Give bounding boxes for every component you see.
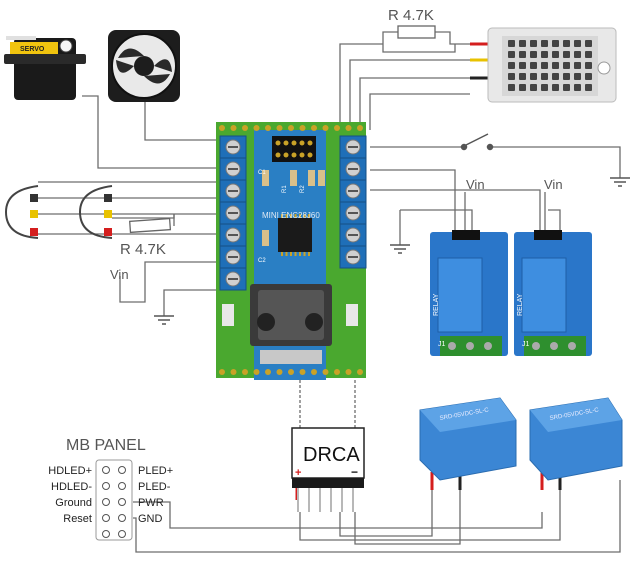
vin-label-relay1: Vin	[466, 177, 485, 192]
board-part-c1: C1	[258, 170, 266, 176]
resistor-left-label: R 4.7K	[120, 241, 166, 258]
mb-left-label-1: HDLED-	[51, 481, 92, 493]
board-part-r2: R2	[300, 185, 306, 193]
mb-right-label-0: PLED+	[138, 465, 173, 477]
temperature-sensor-icon	[487, 27, 617, 103]
drca-label: DRCA	[303, 444, 360, 466]
mb-left-label-0: HDLED+	[48, 465, 92, 477]
drca-module: DRCA + −	[291, 427, 365, 512]
ground-icon-relay	[390, 244, 410, 254]
relay-module-1: RELAY J1	[430, 230, 508, 356]
board-label: MINI ENC28J60	[262, 211, 320, 220]
mb-right-label-2: PWR	[138, 497, 164, 509]
wires	[38, 31, 621, 553]
main-board: MINI ENC28J60 R1 R2 C1 C2	[216, 122, 367, 380]
relay2-module-text: RELAY	[517, 293, 524, 316]
resistor-left: R 4.7K	[120, 217, 172, 258]
ground-icon	[610, 177, 630, 187]
mb-left-label-2: Ground	[55, 497, 92, 509]
relay1-module-text: RELAY	[433, 293, 440, 316]
mb-panel-title: MB PANEL	[66, 437, 146, 454]
relay1-module-id: J1	[438, 341, 446, 348]
ground-icon-left	[154, 315, 174, 325]
vin-label-relay2: Vin	[544, 177, 563, 192]
relay-icon-2: SRD-05VDC-SL-C	[529, 397, 623, 481]
board-part-r1: R1	[282, 185, 288, 193]
servo-label: SERVO	[20, 46, 45, 53]
board-part-c2: C2	[258, 258, 266, 264]
mb-panel: MB PANEL HDLED+ HDLED- Ground Reset PLED…	[48, 437, 173, 541]
fan-icon	[108, 30, 180, 102]
servo-icon: SERVO	[4, 36, 86, 100]
mb-right-label-3: GND	[138, 513, 163, 525]
drca-minus: −	[351, 465, 358, 479]
resistor-top: R 4.7K	[388, 7, 436, 39]
drca-plus: +	[295, 467, 301, 479]
switch-icon	[460, 133, 494, 151]
mb-left-label-3: Reset	[63, 513, 92, 525]
mb-right-label-1: PLED-	[138, 481, 171, 493]
vin-label-left: Vin	[110, 267, 129, 282]
relay-icon: SRD-05VDC-SL-C	[419, 397, 517, 481]
relay-module-2: RELAY J1	[514, 230, 592, 356]
relay2-module-id: J1	[522, 341, 530, 348]
resistor-top-label: R 4.7K	[388, 7, 434, 24]
left-sensor-connectors	[4, 185, 113, 239]
